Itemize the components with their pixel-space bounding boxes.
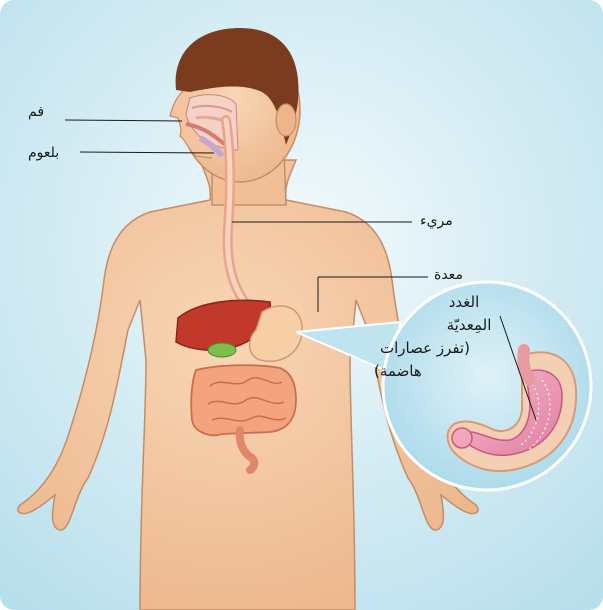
inset-line-3: (تفرز عصارات <box>374 337 534 360</box>
label-pharynx: بلعوم <box>28 144 59 162</box>
inset-line-1: الغدد <box>374 291 534 314</box>
label-stomach: معدة <box>434 266 463 284</box>
label-esophagus: مريء <box>420 212 453 230</box>
inset-line-2: المِعديّة <box>374 314 534 337</box>
inset-label-glands: الغدد المِعديّة (تفرز عصارات هاضمة) <box>374 291 534 383</box>
label-mouth: فم <box>28 103 44 121</box>
gallbladder <box>208 343 236 357</box>
inset-line-4: هاضمة) <box>374 360 534 383</box>
